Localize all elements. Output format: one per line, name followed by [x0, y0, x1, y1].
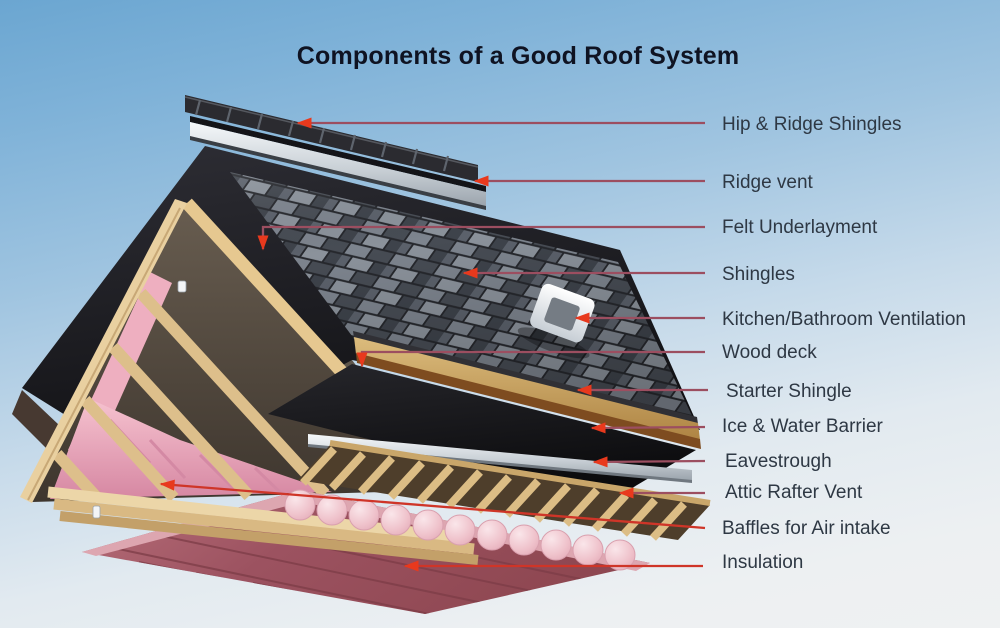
leader-line-ice-water-barrier	[590, 422, 706, 434]
rafter-beams	[52, 288, 330, 505]
wood-deck-strip	[354, 337, 700, 440]
ridge-vent-layer	[190, 116, 486, 210]
label-insulation: Insulation	[722, 552, 804, 573]
hip-ridge-shingles-layer	[184, 95, 479, 182]
starter-shingle-strip	[353, 331, 698, 424]
label-felt-underlayment: Felt Underlayment	[722, 217, 878, 238]
leader-line-wood-deck	[356, 350, 705, 368]
kitchen-bath-vent-box	[517, 283, 595, 359]
leader-line-baffles	[159, 479, 706, 530]
diagram-title: Components of a Good Roof System	[296, 42, 740, 70]
label-hip-ridge-shingles: Hip & Ridge Shingles	[722, 114, 902, 135]
leader-line-felt-underlayment	[257, 225, 705, 251]
leader-line-eavestrough	[592, 456, 706, 468]
label-attic-rafter-vent: Attic Rafter Vent	[725, 482, 863, 503]
label-eavestrough: Eavestrough	[725, 451, 832, 472]
label-shingles: Shingles	[722, 264, 795, 285]
label-ridge-vent: Ridge vent	[722, 172, 813, 193]
label-baffles-air-intake: Baffles for Air intake	[722, 518, 891, 539]
eave-pegs	[92, 280, 187, 519]
label-ice-water-barrier: Ice & Water Barrier	[722, 416, 883, 437]
label-kitchen-bath-ventilation: Kitchen/Bathroom Ventilation	[722, 309, 966, 330]
gable-left-edge-shadow	[27, 207, 181, 501]
main-shingle-plane	[230, 172, 698, 428]
leader-lines	[159, 117, 708, 572]
wood-deck-edge-board	[356, 353, 701, 449]
label-starter-shingle: Starter Shingle	[726, 381, 852, 402]
label-wood-deck: Wood deck	[722, 342, 817, 363]
baffles-row	[284, 489, 636, 571]
